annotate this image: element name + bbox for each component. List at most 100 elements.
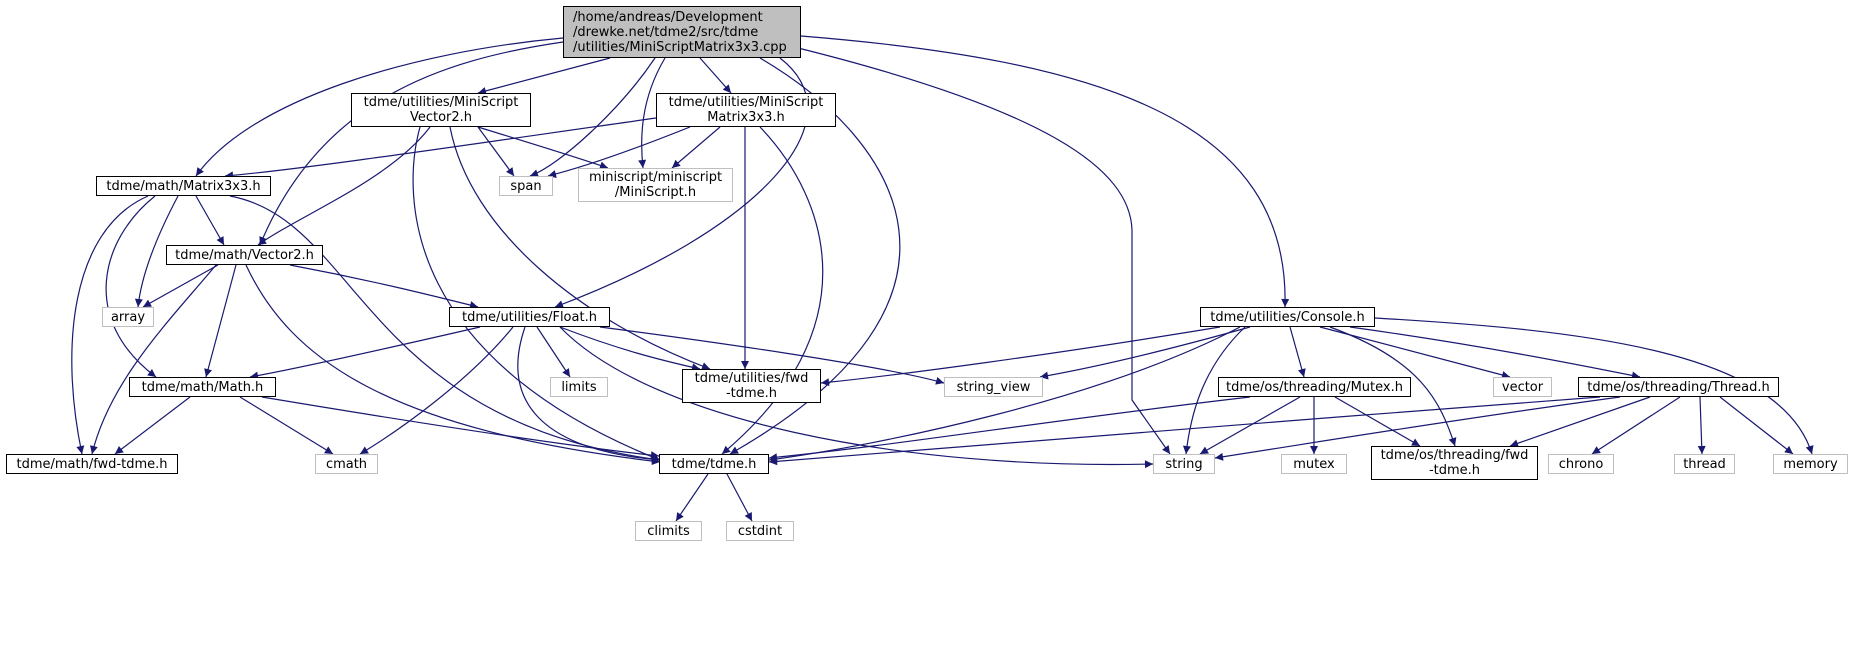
edge-root-to-vector2-h [477,57,611,95]
edge-console-h-to-mutex-h [1289,326,1306,378]
node-math-vector2-h[interactable]: tdme/math/Vector2.h [166,245,323,265]
node-miniscript-h[interactable]: miniscript/miniscript /MiniScript.h [578,168,733,202]
node-line: limits [561,379,597,395]
edge-thread-h-to-string [1214,396,1621,461]
node-line: miniscript/miniscript [588,170,723,185]
node-cstdint[interactable]: cstdint [726,521,794,541]
edge-vector2-h-to-fwd-utilities [449,126,711,370]
edge-matrix3x3-h-to-math-h [105,195,157,378]
edge-mutex-h-to-string [1199,396,1301,455]
edge-root-to-span [529,57,656,177]
node-math-fwd-tdme-h[interactable]: tdme/math/fwd-tdme.h [6,454,178,474]
edge-math-h-to-tdme-h [261,396,660,460]
node-line: -tdme.h [725,386,778,401]
edge-matrix3x3-h-to-fwd-math [71,195,149,455]
node-line: Matrix3x3.h [707,110,785,125]
node-vector[interactable]: vector [1493,377,1552,397]
edges [71,35,1814,522]
edge-vector2-h-to-miniscript-h [477,126,609,170]
edge-math-vector2-h-to-math-h [204,264,237,378]
edge-mutex-h-to-fwd-threading [1334,396,1421,447]
node-thread-h[interactable]: tdme/os/threading/Thread.h [1578,377,1779,397]
node-line: tdme/tdme.h [671,456,757,472]
edge-float-h-to-cmath [359,326,514,455]
edge-root-to-float-h [554,57,809,308]
edge-root-to-miniscript-h [638,57,666,169]
node-console-h[interactable]: tdme/utilities/Console.h [1200,307,1375,327]
node-string[interactable]: string [1153,454,1215,474]
node-line: string_view [956,379,1031,395]
edge-math-vector2-h-to-array [142,264,219,308]
edge-matrix3x3-h-to-array [134,195,179,308]
node-string-view[interactable]: string_view [944,377,1043,397]
node-line: tdme/utilities/MiniScript [363,95,519,110]
node-thread[interactable]: thread [1674,454,1735,474]
edge-matrix3x3-h-to-tdme-h [229,195,661,463]
node-span[interactable]: span [499,176,553,196]
edge-float-h-to-tdme-h [517,326,661,464]
edge-float-h-to-string [559,326,1154,469]
edge-console-h-to-string-view [1039,326,1251,380]
edge-float-h-to-string-view [599,326,945,385]
node-root-file[interactable]: /home/andreas/Development /drewke.net/td… [563,6,801,58]
edge-console-h-to-memory [1374,317,1814,455]
edge-tdme-h-to-cstdint [726,473,753,522]
node-line: mutex [1293,456,1335,472]
edge-vector2-h-to-span [477,126,515,177]
edge-thread-h-to-tdme-h [768,396,1601,466]
edge-mutex-h-to-tdme-h [768,396,1251,462]
node-mutex[interactable]: mutex [1281,454,1347,474]
node-threading-fwd-tdme-h[interactable]: tdme/os/threading/fwd -tdme.h [1371,446,1538,480]
node-array[interactable]: array [102,307,154,327]
node-line: tdme/utilities/MiniScript [668,95,824,110]
edge-math-h-to-fwd-math [114,396,191,455]
node-float-h[interactable]: tdme/utilities/Float.h [449,307,610,327]
edge-console-h-to-string [1182,326,1246,455]
node-line: -tdme.h [1428,463,1481,478]
node-line: cstdint [737,523,783,539]
edge-math-vector2-h-to-fwd-math [90,264,217,455]
edge-matrix3x3-ms-h-to-tdme-h [721,126,824,455]
edge-float-h-to-limits [536,326,571,378]
node-line: array [110,309,146,325]
edge-vector2-h-to-tdme-h [412,126,661,461]
node-line: tdme/utilities/Console.h [1210,309,1365,325]
node-cmath[interactable]: cmath [315,454,378,474]
edge-console-h-to-thread-h [1349,326,1641,380]
node-line: /MiniScript.h [614,185,697,200]
node-line: cmath [325,456,368,472]
edge-thread-h-to-thread [1697,396,1706,455]
node-miniscript-vector2-h[interactable]: tdme/utilities/MiniScript Vector2.h [351,93,531,127]
node-line: tdme/utilities/fwd [694,371,809,386]
edge-thread-h-to-chrono [1591,396,1681,455]
node-memory[interactable]: memory [1773,454,1848,474]
edge-matrix3x3-ms-h-to-miniscript-h [671,126,721,169]
node-line: /home/andreas/Development [573,9,763,25]
node-chrono[interactable]: chrono [1548,454,1614,474]
edge-root-to-matrix3x3-h [195,37,564,177]
edge-root-to-math-vector2-h [259,41,564,246]
node-line: tdme/utilities/Float.h [462,309,597,325]
edge-matrix3x3-h-to-math-vector2-h [195,195,225,246]
edge-math-vector2-h-to-tdme-h [245,264,661,466]
node-line: tdme/math/Vector2.h [175,247,314,263]
node-line: Vector2.h [409,110,473,125]
edge-float-h-to-fwd-utilities [559,326,701,372]
edge-matrix3x3-ms-h-to-matrix3x3-h [224,117,657,180]
edge-thread-h-to-memory [1719,396,1794,455]
node-miniscript-matrix3x3-h[interactable]: tdme/utilities/MiniScript Matrix3x3.h [656,93,836,127]
edge-matrix3x3-ms-h-to-span [547,126,691,178]
node-line: tdme/os/threading/Mutex.h [1226,379,1403,395]
node-line: /utilities/MiniScriptMatrix3x3.cpp [573,39,787,55]
node-tdme-h[interactable]: tdme/tdme.h [659,454,769,474]
node-line: tdme/os/threading/Thread.h [1587,379,1770,395]
node-climits[interactable]: climits [635,521,702,541]
edge-thread-h-to-fwd-threading [1509,396,1651,448]
node-math-math-h[interactable]: tdme/math/Math.h [129,377,276,397]
edge-float-h-to-math-h [249,326,481,380]
node-limits[interactable]: limits [550,377,608,397]
node-utilities-fwd-tdme-h[interactable]: tdme/utilities/fwd -tdme.h [682,369,821,403]
node-mutex-h[interactable]: tdme/os/threading/Mutex.h [1218,377,1411,397]
node-math-matrix3x3-h[interactable]: tdme/math/Matrix3x3.h [96,176,271,196]
